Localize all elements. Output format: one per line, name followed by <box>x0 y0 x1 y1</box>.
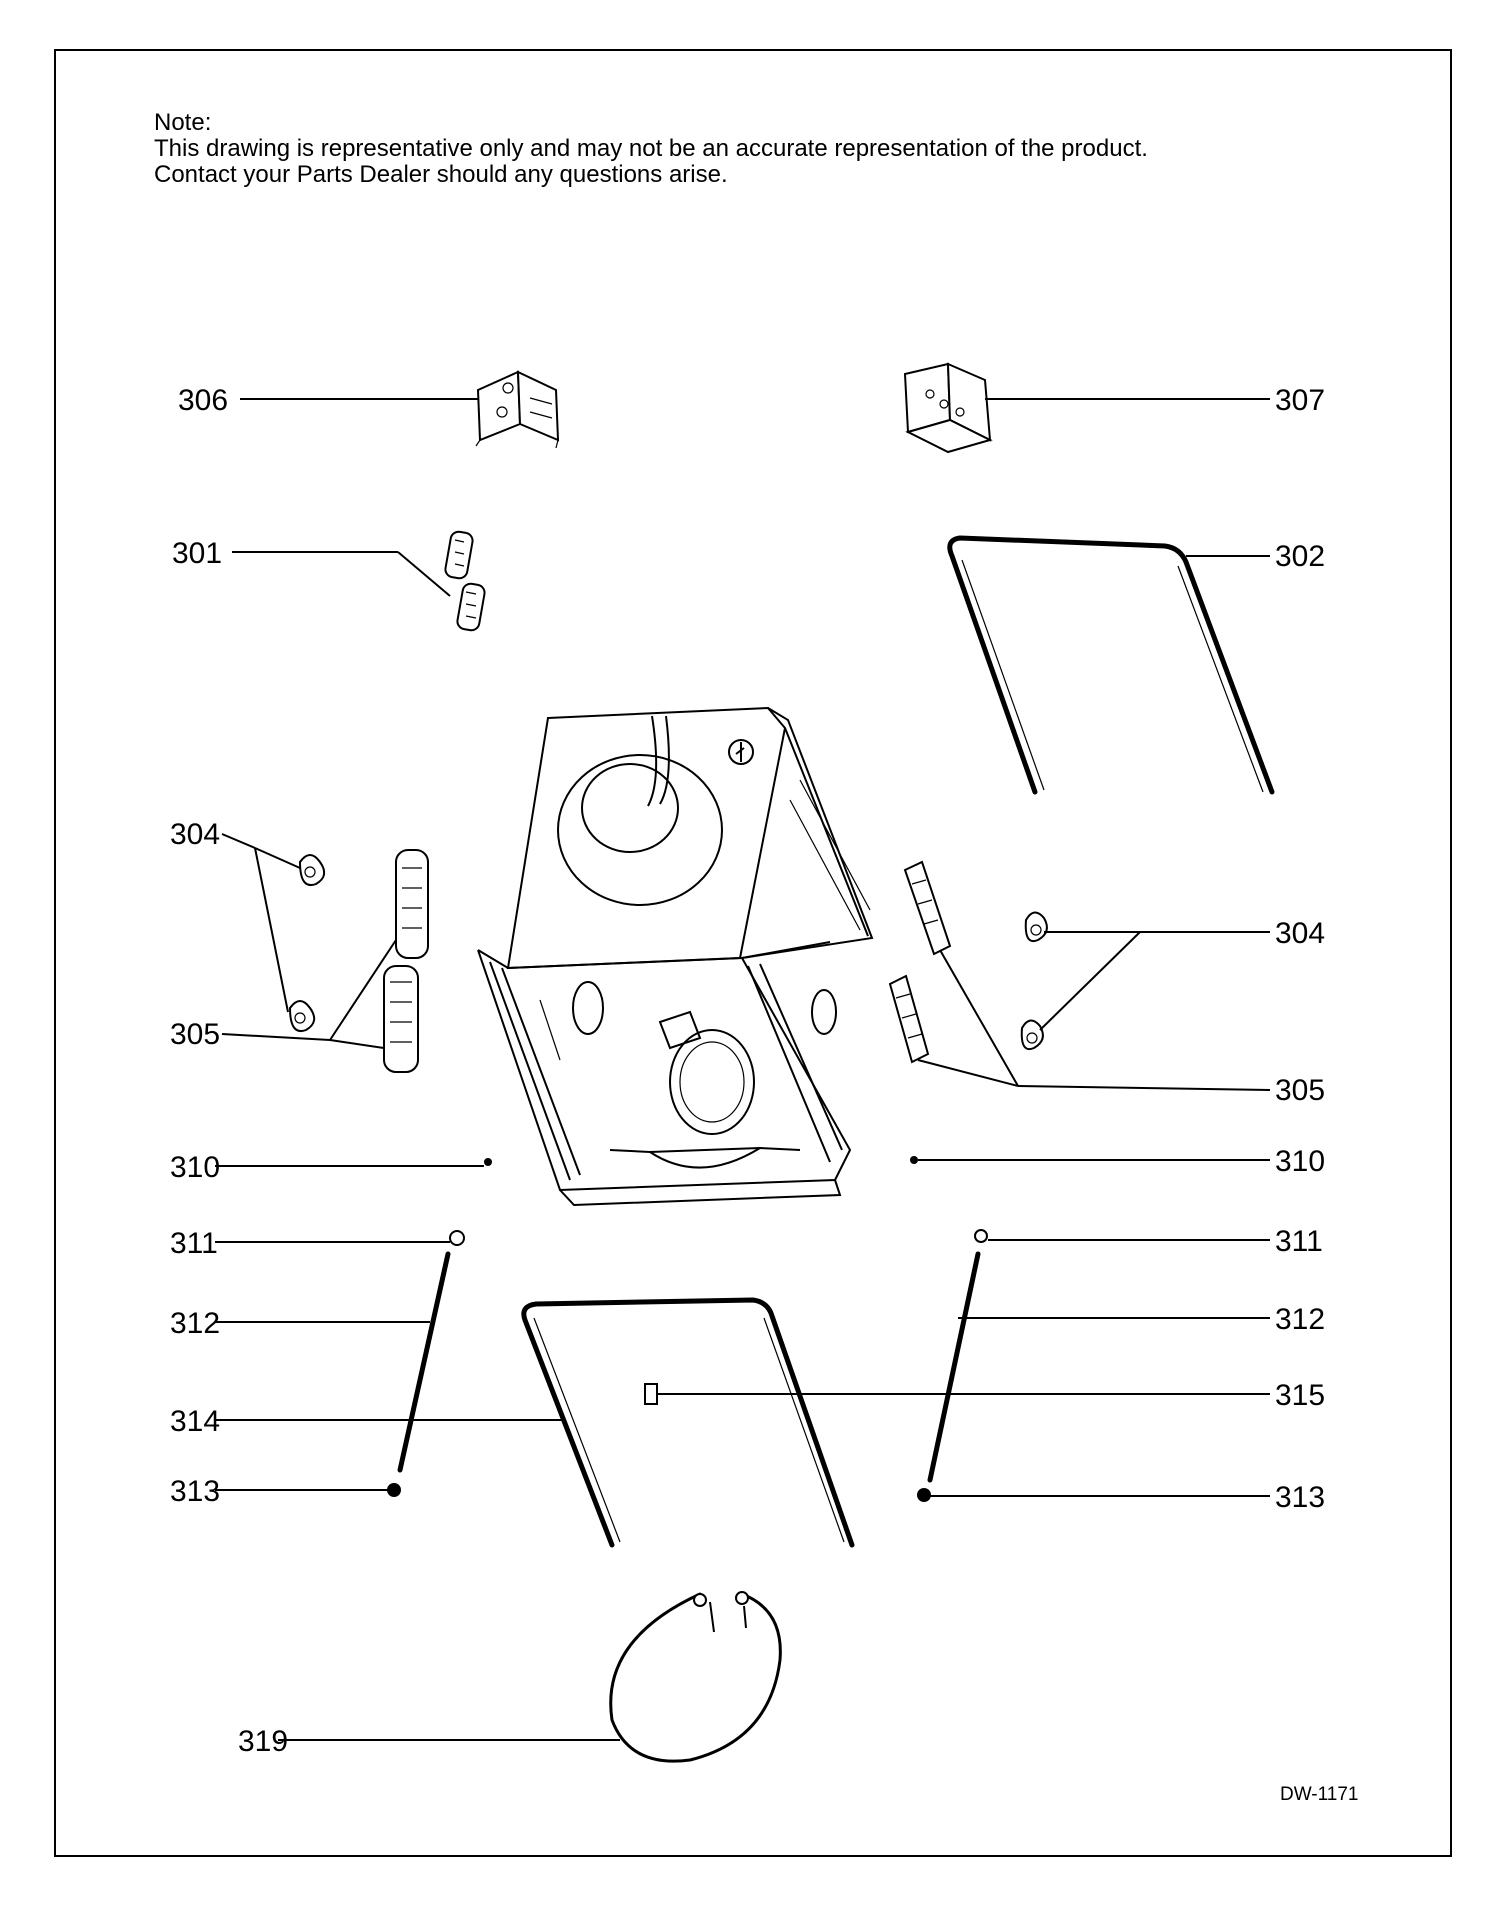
callout-313-right: 313 <box>1275 1481 1325 1514</box>
leader-lines <box>215 398 1271 1741</box>
callout-307: 307 <box>1275 384 1325 417</box>
part-305-right-rails <box>888 860 952 1064</box>
drawing-number: DW-1171 <box>1280 1784 1359 1805</box>
note-line-2: Contact your Parts Dealer should any que… <box>154 161 728 188</box>
part-305-left-rails <box>383 849 429 1073</box>
part-312-left-side-seal <box>397 1251 451 1473</box>
part-315-clip <box>644 1383 658 1405</box>
part-312-right-side-seal <box>927 1251 981 1483</box>
note-line-1: This drawing is representative only and … <box>154 135 1148 162</box>
tub-assembly <box>477 706 874 1207</box>
part-311-left-bushing <box>449 1230 465 1246</box>
drawing-frame <box>54 49 1452 1857</box>
callout-304-left: 304 <box>170 818 220 851</box>
callout-313-left: 313 <box>170 1475 220 1508</box>
callout-315: 315 <box>1275 1379 1325 1412</box>
callout-306: 306 <box>178 384 228 417</box>
part-304-right-hinges <box>1020 911 1048 1050</box>
part-301-clips <box>444 530 486 632</box>
part-313-right-cap <box>917 1488 931 1502</box>
callout-314: 314 <box>170 1405 220 1438</box>
note-heading: Note: <box>154 109 212 136</box>
part-304-left-hinges <box>288 854 326 1032</box>
part-306-bracket <box>475 370 560 449</box>
part-311-right-bushing <box>974 1229 988 1243</box>
part-302-top-seal <box>947 535 1275 795</box>
callout-305-left: 305 <box>170 1018 220 1051</box>
disclaimer-note: Note: This drawing is representative onl… <box>154 110 1454 188</box>
callout-319: 319 <box>238 1725 288 1758</box>
part-307-bracket <box>903 362 993 454</box>
part-314-bottom-seal <box>521 1297 855 1548</box>
callout-311-left: 311 <box>170 1227 218 1260</box>
callout-312-right: 312 <box>1275 1303 1325 1336</box>
callout-302: 302 <box>1275 540 1325 573</box>
part-319-hose-loop <box>609 1591 782 1763</box>
callout-304-right: 304 <box>1275 917 1325 950</box>
part-313-left-cap <box>387 1483 401 1497</box>
part-310-right-screw <box>910 1156 918 1164</box>
part-310-left-screw <box>484 1158 492 1166</box>
callout-310-left: 310 <box>170 1151 220 1184</box>
callout-305-right: 305 <box>1275 1074 1325 1107</box>
callout-310-right: 310 <box>1275 1145 1325 1178</box>
callout-301: 301 <box>172 537 222 570</box>
callout-312-left: 312 <box>170 1307 220 1340</box>
callout-311-right: 311 <box>1275 1225 1323 1258</box>
